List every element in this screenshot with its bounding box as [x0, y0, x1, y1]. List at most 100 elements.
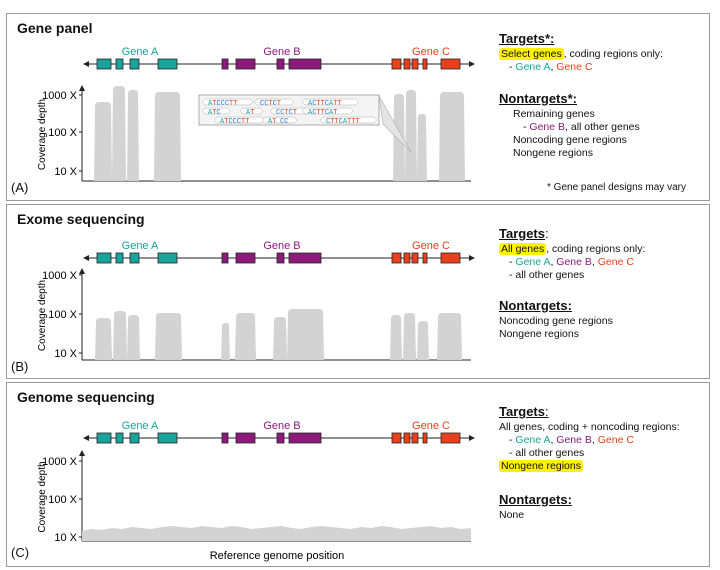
y-axis-arrow-icon: [79, 450, 85, 456]
exon-c: [411, 58, 419, 70]
read-bar: [301, 98, 360, 106]
gene-label-a: Gene A: [122, 420, 159, 432]
exon-b: [235, 58, 256, 70]
coverage-peak: [127, 315, 140, 360]
read-sequence: AT: [268, 118, 276, 126]
arrow-right-icon: [469, 435, 475, 441]
targets-gene-list: - Gene A, Gene B, Gene C: [509, 434, 634, 446]
read-base: T: [284, 109, 288, 117]
nontargets-heading: Nontargets:: [499, 298, 572, 313]
panel-label: (A): [11, 180, 29, 195]
targets-line: Select genes, coding regions only:: [499, 48, 663, 61]
y-tick-label: 1000 X: [42, 270, 78, 282]
y-axis-label: Coverage depth: [37, 99, 48, 170]
read-base: C: [326, 118, 330, 126]
panel-label: (C): [11, 545, 30, 560]
read-bar: [273, 116, 298, 124]
read-base: C: [264, 100, 268, 108]
read-base: A: [208, 100, 213, 108]
read-base: A: [308, 109, 313, 117]
read-base: C: [284, 118, 288, 126]
gene-a-label: Gene A: [515, 256, 551, 268]
coverage-peak: [390, 315, 402, 360]
y-tick-label: 10 X: [54, 348, 77, 360]
read-bar: [201, 98, 254, 106]
read-base: C: [280, 118, 284, 126]
read-bar: [239, 107, 264, 115]
read-sequence: CCTCT: [260, 100, 281, 108]
gene-label-b: Gene B: [263, 240, 300, 252]
nontargets-heading: Nontargets:: [499, 492, 572, 507]
targets-heading: Targets*:: [499, 31, 555, 46]
read-base: C: [233, 118, 237, 126]
read-base: T: [347, 118, 351, 126]
read-base: T: [224, 118, 228, 126]
exon-b: [276, 252, 285, 264]
read-base: A: [246, 109, 251, 117]
exon-b: [288, 58, 322, 70]
exon-c: [422, 58, 428, 70]
coverage-peak: [437, 313, 462, 360]
read-sequence: ACTTCATT: [308, 100, 342, 108]
exon-b: [235, 252, 256, 264]
read-sequence: ATC: [208, 109, 221, 117]
coverage-peak: [155, 313, 182, 360]
gene-a-label: Gene A: [515, 434, 551, 446]
exon-b: [235, 432, 256, 444]
read-base: C: [325, 100, 329, 108]
y-tick-label: 100 X: [48, 494, 77, 506]
coverage-peak: [94, 102, 112, 181]
exon-a: [115, 58, 124, 70]
y-tick-label: 100 X: [48, 127, 77, 139]
exon-a: [157, 432, 178, 444]
targets-highlight: All genes: [499, 243, 547, 255]
targets-line: All genes, coding + noncoding regions:: [499, 421, 680, 433]
coverage-peak: [273, 317, 287, 360]
exon-a: [96, 58, 112, 70]
nontarget-line: Nongene regions: [513, 147, 593, 159]
arrow-left-icon: [83, 255, 89, 261]
read-base: T: [229, 100, 233, 108]
read-base: C: [280, 109, 284, 117]
read-sequence: AT: [246, 109, 254, 117]
read-bar: [201, 107, 232, 115]
exon-a: [115, 252, 124, 264]
read-base: C: [225, 100, 229, 108]
coverage-peak: [287, 309, 324, 360]
arrow-left-icon: [83, 61, 89, 67]
gene-label-a: Gene A: [122, 46, 159, 58]
gene-label-c: Gene C: [412, 420, 450, 432]
read-base: C: [221, 100, 225, 108]
gene-c-label: Gene C: [597, 256, 634, 268]
read-base: T: [233, 100, 237, 108]
panel-title: Exome sequencing: [17, 211, 145, 227]
read-base: T: [241, 118, 245, 126]
gene-b-label: Gene B: [556, 434, 592, 446]
gene-label-b: Gene B: [263, 420, 300, 432]
exon-b: [276, 432, 285, 444]
coverage-peak: [403, 313, 416, 360]
exon-a: [96, 252, 112, 264]
y-axis-arrow-icon: [79, 268, 85, 274]
nontarget-gene-b-line: - Gene B, all other genes: [513, 121, 640, 134]
coverage-peak: [127, 90, 139, 181]
exon-a: [115, 432, 124, 444]
exon-c: [440, 58, 461, 70]
nontargets-section: Nontargets: None: [499, 493, 572, 522]
gene-a-label: Gene A: [515, 61, 551, 73]
dash: -: [509, 61, 513, 73]
exon-a: [157, 252, 178, 264]
nontarget-line: Noncoding gene regions: [513, 134, 627, 146]
gene-c-label: Gene C: [597, 434, 634, 446]
read-bar: [319, 116, 378, 124]
targets-heading-text: Targets: [499, 226, 545, 241]
footnote: * Gene panel designs may vary: [547, 182, 686, 193]
nontarget-line: None: [499, 509, 525, 521]
y-axis-arrow-icon: [79, 85, 85, 91]
read-base: C: [237, 118, 241, 126]
targets-section: Targets: All genes, coding + noncoding r…: [499, 405, 680, 473]
exon-a: [129, 432, 140, 444]
